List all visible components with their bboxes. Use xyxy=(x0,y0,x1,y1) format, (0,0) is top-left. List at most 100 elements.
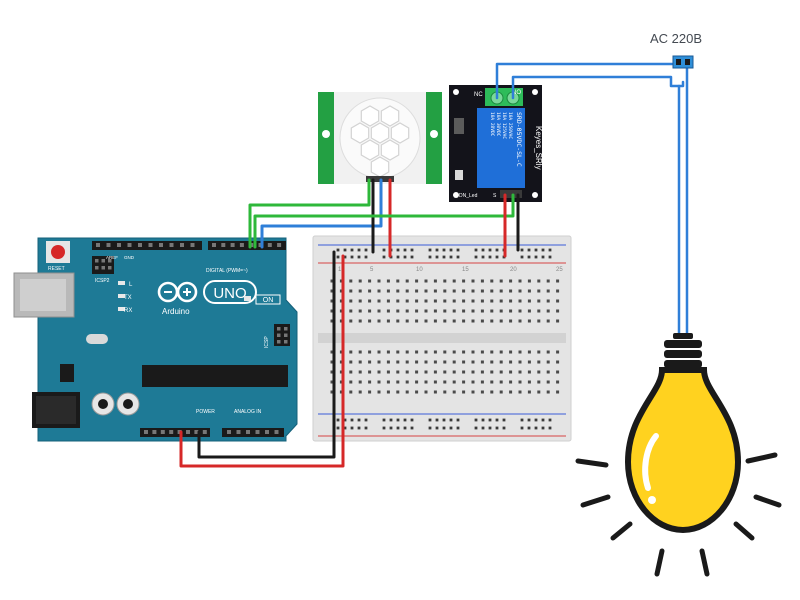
breadboard-hole xyxy=(339,309,343,313)
breadboard-hole xyxy=(443,370,447,374)
bulb-highlight-dot xyxy=(648,496,656,504)
breadboard-hole xyxy=(518,390,522,394)
rail-hole xyxy=(520,255,524,259)
breadboard-hole xyxy=(490,380,494,384)
pir-mount-hole-right xyxy=(430,130,438,138)
rail-hole xyxy=(382,255,386,259)
bb-col-number-5: 5 xyxy=(370,267,374,273)
rail-hole xyxy=(382,248,386,252)
breadboard-hole xyxy=(509,279,513,283)
rail-hole xyxy=(541,426,545,430)
rail-hole xyxy=(396,418,400,422)
lens-cell xyxy=(350,122,370,144)
breadboard-hole xyxy=(480,370,484,374)
breadboard-hole xyxy=(405,390,409,394)
relay-model: SRD-05VDC-SL-C xyxy=(515,112,523,167)
breadboard-hole xyxy=(537,380,541,384)
breadboard-hole xyxy=(509,390,513,394)
rail-hole xyxy=(442,426,446,430)
breadboard-hole xyxy=(433,279,437,283)
breadboard-hole xyxy=(358,319,362,323)
breadboard-hole xyxy=(537,350,541,354)
breadboard-hole xyxy=(452,289,456,293)
analog-label: ANALOG IN xyxy=(234,409,262,415)
breadboard-hole xyxy=(405,289,409,293)
pir-sensor xyxy=(318,92,442,184)
breadboard-hole xyxy=(527,370,531,374)
icsp2-pin xyxy=(108,259,112,263)
breadboard-hole xyxy=(405,309,409,313)
icsp-pin xyxy=(284,340,288,344)
rail-hole xyxy=(449,426,453,430)
breadboard-hole xyxy=(377,380,381,384)
relay-block xyxy=(477,108,525,188)
rail-hole xyxy=(520,418,524,422)
header-pin xyxy=(159,243,163,247)
breadboard-hole xyxy=(452,319,456,323)
gnd-top-label: GND xyxy=(124,255,135,260)
rail-hole xyxy=(396,248,400,252)
bulb-ray xyxy=(699,548,710,577)
breadboard-hole xyxy=(556,299,560,303)
breadboard-hole xyxy=(527,289,531,293)
relay-hole-tl xyxy=(453,89,459,95)
rail-hole xyxy=(442,248,446,252)
breadboard-hole xyxy=(358,370,362,374)
reset-label: RESET xyxy=(48,266,65,272)
header-pin xyxy=(267,243,272,247)
icsp-pin xyxy=(284,333,288,337)
breadboard-hole xyxy=(537,370,541,374)
breadboard-hole xyxy=(537,319,541,323)
rail-hole xyxy=(456,426,460,430)
breadboard-hole xyxy=(424,309,428,313)
breadboard-hole xyxy=(424,390,428,394)
breadboard-hole xyxy=(499,350,503,354)
breadboard-hole xyxy=(471,309,475,313)
breadboard-hole xyxy=(537,279,541,283)
breadboard-hole xyxy=(471,370,475,374)
breadboard-hole xyxy=(509,360,513,364)
breadboard-hole xyxy=(490,289,494,293)
breadboard-hole xyxy=(424,370,428,374)
digital-header-right xyxy=(208,241,286,250)
pir-mount-hole-left xyxy=(322,130,330,138)
breadboard-hole xyxy=(518,360,522,364)
breadboard-hole xyxy=(396,350,400,354)
breadboard-hole xyxy=(462,279,466,283)
breadboard-hole xyxy=(471,350,475,354)
breadboard-hole xyxy=(462,319,466,323)
light-bulb xyxy=(575,333,782,577)
breadboard-hole xyxy=(433,380,437,384)
breadboard-hole xyxy=(330,370,334,374)
rail-hole xyxy=(527,248,531,252)
breadboard-hole xyxy=(556,319,560,323)
breadboard-hole xyxy=(556,390,560,394)
ac-terminal-pin-2 xyxy=(685,59,690,65)
breadboard-hole xyxy=(396,279,400,283)
breadboard-hole xyxy=(546,380,550,384)
breadboard-hole xyxy=(527,350,531,354)
led-l xyxy=(118,281,125,285)
breadboard-hole xyxy=(480,319,484,323)
breadboard-hole xyxy=(546,289,550,293)
breadboard-hole xyxy=(462,380,466,384)
breadboard-hole xyxy=(499,289,503,293)
rail-hole xyxy=(389,426,393,430)
icsp-label: ICSP xyxy=(264,336,270,348)
breadboard-hole xyxy=(537,309,541,313)
rail-hole xyxy=(410,255,414,259)
rail-hole xyxy=(534,418,538,422)
header-pin xyxy=(202,430,207,434)
wire-pir-out-blue xyxy=(260,178,383,249)
breadboard-hole xyxy=(396,309,400,313)
icsp2-label: ICSP2 xyxy=(95,278,110,284)
rail-hole xyxy=(435,418,439,422)
breadboard-hole xyxy=(452,360,456,364)
breadboard-top-rails xyxy=(336,248,552,259)
rail-hole xyxy=(474,255,478,259)
relay-diode xyxy=(454,118,464,134)
rail-hole xyxy=(449,255,453,259)
header-pin xyxy=(274,430,279,434)
rail-hole xyxy=(428,248,432,252)
